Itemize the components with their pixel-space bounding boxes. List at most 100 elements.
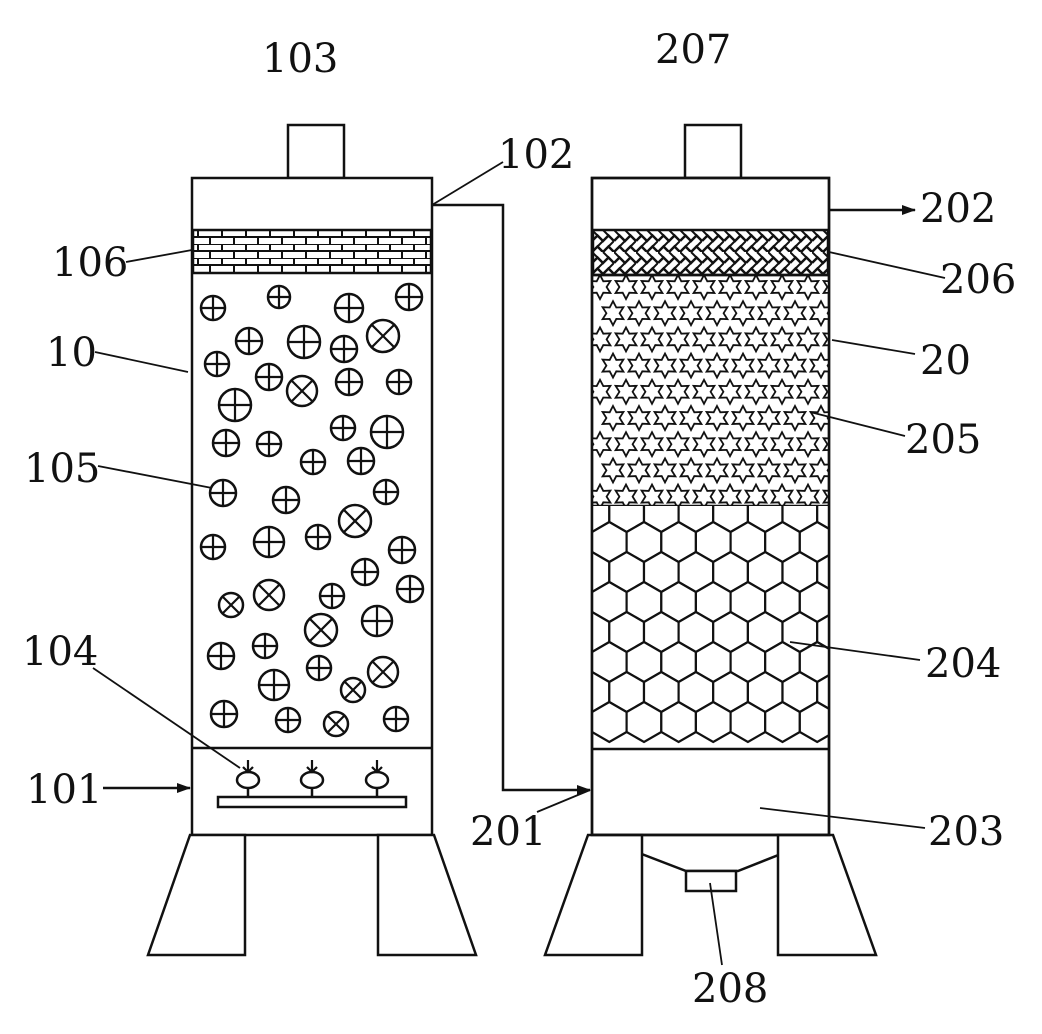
label-106: 106 <box>52 240 128 286</box>
star-icon <box>837 406 858 430</box>
hexagon-icon <box>660 700 697 744</box>
star-icon <box>717 325 743 354</box>
tower-20-left-leg <box>543 833 644 957</box>
label-104: 104 <box>22 629 98 675</box>
hexagon-icon <box>540 552 575 592</box>
star-icon <box>704 351 730 380</box>
circle-plus-icon <box>372 478 400 506</box>
star-icon <box>782 456 808 485</box>
circle-plus-icon <box>334 367 364 397</box>
star-icon <box>730 299 756 328</box>
star-icon <box>769 275 795 301</box>
star-icon <box>782 351 808 380</box>
circle-plus-icon <box>299 448 327 476</box>
tower-10-right-leg <box>376 833 478 957</box>
label-202: 202 <box>920 186 996 232</box>
circle-plus-icon <box>318 582 346 610</box>
outlet-207 <box>683 123 743 180</box>
star-icon <box>821 437 829 452</box>
filter-layer-206 <box>591 228 830 277</box>
star-icon <box>837 458 858 482</box>
star-icon <box>850 380 871 404</box>
hexagon-icon <box>540 612 575 652</box>
circle-cross-icon <box>252 578 286 612</box>
star-icon <box>691 482 717 506</box>
star-icon <box>626 299 652 328</box>
circle-cross-icon <box>365 318 401 354</box>
aerator-104 <box>216 760 408 809</box>
circle-plus-icon <box>395 574 425 604</box>
star-icon <box>652 299 678 328</box>
leader-lines <box>92 161 946 966</box>
star-icon <box>837 301 858 325</box>
circle-plus-icon <box>387 535 417 565</box>
circle-plus-icon <box>257 668 291 702</box>
nozzle-icon <box>299 760 325 798</box>
circle-plus-icon <box>369 414 405 450</box>
hexagon-icon <box>835 582 870 622</box>
circle-plus-icon <box>252 525 286 559</box>
outlet-103 <box>286 123 346 180</box>
star-icon <box>639 377 665 406</box>
hexagon-icon <box>798 700 829 744</box>
reference-labels: 103 102 106 10 105 104 101 207 202 206 2… <box>22 27 1016 1012</box>
star-icon <box>756 299 782 328</box>
star-icon <box>665 482 691 506</box>
star-icon <box>850 432 871 456</box>
star-icon <box>678 299 704 328</box>
star-icon <box>592 377 613 406</box>
star-icon <box>592 275 613 301</box>
label-203: 203 <box>928 809 1004 855</box>
circle-plus-icon <box>346 446 376 476</box>
star-icon <box>743 377 769 406</box>
label-208: 208 <box>692 966 768 1012</box>
star-icon <box>850 275 871 299</box>
star-icon <box>717 275 743 301</box>
circle-plus-icon <box>304 523 332 551</box>
star-icon <box>678 404 704 432</box>
star-icon <box>613 430 639 459</box>
star-icon <box>717 377 743 406</box>
star-icon <box>704 456 730 485</box>
star-icon <box>600 404 626 432</box>
hexagon-icon <box>540 492 575 532</box>
star-icon <box>639 430 665 459</box>
star-icon <box>782 299 808 328</box>
circle-plus-icon <box>199 294 227 322</box>
label-204: 204 <box>925 641 1001 687</box>
star-icon <box>691 325 717 354</box>
star-icon <box>769 325 795 354</box>
hexagon-icon <box>835 702 870 742</box>
star-icon <box>592 325 613 354</box>
star-icon <box>756 404 782 432</box>
label-101: 101 <box>26 767 102 813</box>
media-particles-105 <box>199 282 425 738</box>
circle-plus-icon <box>209 699 239 729</box>
star-icon <box>743 430 769 459</box>
circle-plus-icon <box>350 557 380 587</box>
circle-plus-icon <box>394 282 424 312</box>
star-icon <box>691 430 717 459</box>
star-icon <box>600 456 626 485</box>
hexagon-icon <box>694 700 732 744</box>
hexagon-icon <box>816 673 829 711</box>
star-icon <box>665 377 691 406</box>
circle-plus-icon <box>360 604 394 638</box>
star-icon <box>821 489 829 504</box>
star-icon <box>808 456 829 485</box>
circle-plus-icon <box>254 362 284 392</box>
circle-plus-icon <box>329 334 359 364</box>
star-icon <box>795 325 821 354</box>
star-icon <box>808 351 829 380</box>
hexagon-icon <box>592 650 594 674</box>
star-icon <box>850 327 871 351</box>
star-icon <box>613 377 639 406</box>
star-icon <box>704 299 730 328</box>
circle-plus-icon <box>329 414 357 442</box>
star-icon <box>863 458 884 482</box>
star-icon <box>821 280 829 294</box>
hexagon-icon <box>835 522 870 562</box>
star-icon <box>837 354 858 378</box>
star-icon <box>613 325 639 354</box>
